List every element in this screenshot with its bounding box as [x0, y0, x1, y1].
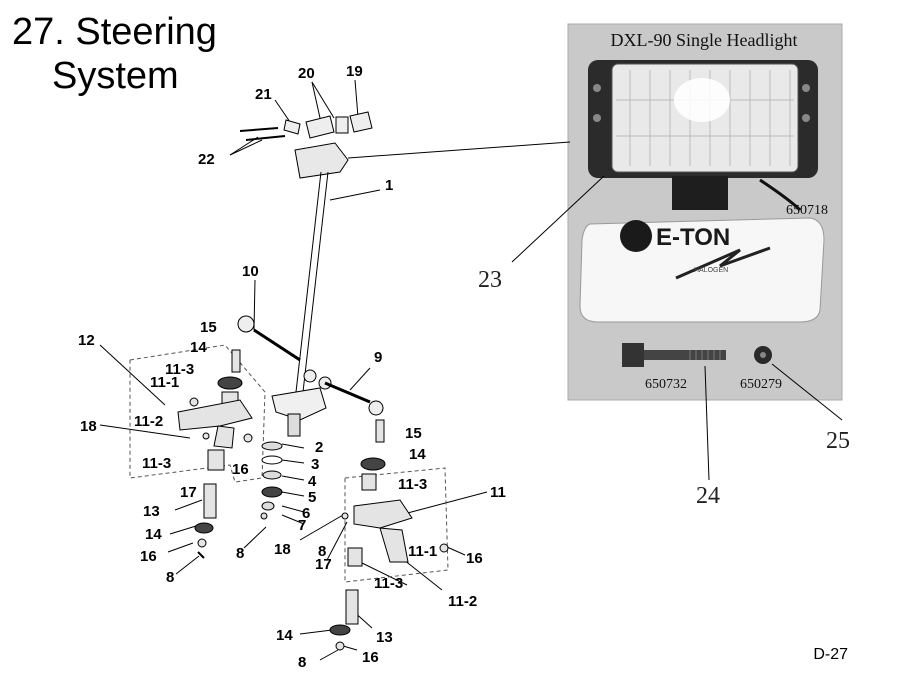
- callout-9: 9: [374, 349, 382, 366]
- page-code: D-27: [813, 646, 848, 663]
- callout-11: 11: [490, 484, 506, 501]
- callout-4: 4: [308, 473, 317, 490]
- callout-11-3: 11-3: [398, 476, 427, 493]
- callout-21: 21: [255, 86, 272, 103]
- left-steering-knuckle: [177, 349, 253, 559]
- callout-10: 10: [242, 263, 259, 280]
- callout-18: 18: [80, 418, 97, 435]
- callout-11-1: 11-1: [408, 543, 437, 560]
- steering-column: [271, 142, 349, 437]
- callout-11-3: 11-3: [374, 575, 403, 592]
- callout-7: 7: [298, 517, 306, 534]
- callout-13: 13: [376, 629, 393, 646]
- callout-labels: 1 2 3 4 5 6 7 8 8 8 8 9 10 11 11-1 11-1 …: [78, 63, 850, 671]
- callout-18: 18: [274, 541, 291, 558]
- callout-17: 17: [315, 556, 332, 573]
- callout-11-3: 11-3: [165, 361, 194, 378]
- callout-16: 16: [232, 461, 249, 478]
- callout-15: 15: [200, 319, 217, 336]
- callout-20: 20: [298, 65, 315, 82]
- callout-5: 5: [308, 489, 316, 506]
- callout-11-1: 11-1: [150, 374, 179, 391]
- center-washer-stack: [260, 441, 283, 520]
- tie-rods: [237, 315, 384, 416]
- callout-16: 16: [140, 548, 157, 565]
- callout-3: 3: [311, 456, 319, 473]
- callout-11-3: 11-3: [142, 455, 171, 472]
- leader-lines: [99, 79, 843, 661]
- callout-16: 16: [362, 649, 379, 666]
- callout-19: 19: [346, 63, 363, 80]
- callout-24: 24: [696, 483, 720, 509]
- callout-8: 8: [318, 543, 326, 560]
- callout-8: 8: [236, 545, 244, 562]
- photo-caption: DXL-90 Single Headlight: [611, 30, 798, 50]
- part-number-650718: 650718: [786, 203, 828, 218]
- part-number-650732: 650732: [645, 377, 687, 392]
- callout-1: 1: [385, 177, 393, 194]
- callout-14: 14: [276, 627, 293, 644]
- right-steering-knuckle: [329, 419, 449, 651]
- callout-15: 15: [405, 425, 422, 442]
- nut-650279: [754, 346, 772, 364]
- part-number-650279: 650279: [740, 377, 782, 392]
- callout-13: 13: [143, 503, 160, 520]
- cover-sub: HALOGEN: [694, 267, 728, 274]
- callout-17: 17: [180, 484, 197, 501]
- callout-12: 12: [78, 332, 95, 349]
- lightning-icon: [675, 246, 771, 280]
- callout-11-2: 11-2: [448, 593, 477, 610]
- bolt-650732: [622, 343, 726, 367]
- callout-14: 14: [190, 339, 207, 356]
- headlight-bracket: [672, 176, 728, 210]
- page-title: 27. Steering System: [12, 10, 217, 98]
- headlight-photo: DXL-90 Single Headlight 650718 E-TON: [567, 23, 843, 401]
- callout-2: 2: [315, 439, 323, 456]
- callout-23: 23: [478, 267, 502, 293]
- callout-8: 8: [166, 569, 174, 586]
- callout-22: 22: [198, 151, 215, 168]
- eton-logo-icon: [620, 220, 652, 252]
- cover-brand: E-TON: [656, 224, 730, 251]
- top-clamp-parts: [239, 111, 373, 141]
- callout-6: 6: [302, 505, 310, 522]
- callout-14: 14: [145, 526, 162, 543]
- title-line-1: 27. Steering: [12, 11, 217, 53]
- callout-14: 14: [409, 446, 426, 463]
- callout-25: 25: [826, 428, 850, 454]
- callout-8: 8: [298, 654, 306, 671]
- title-line-2: System: [52, 55, 179, 97]
- callout-16: 16: [466, 550, 483, 567]
- callout-11-2: 11-2: [134, 413, 163, 430]
